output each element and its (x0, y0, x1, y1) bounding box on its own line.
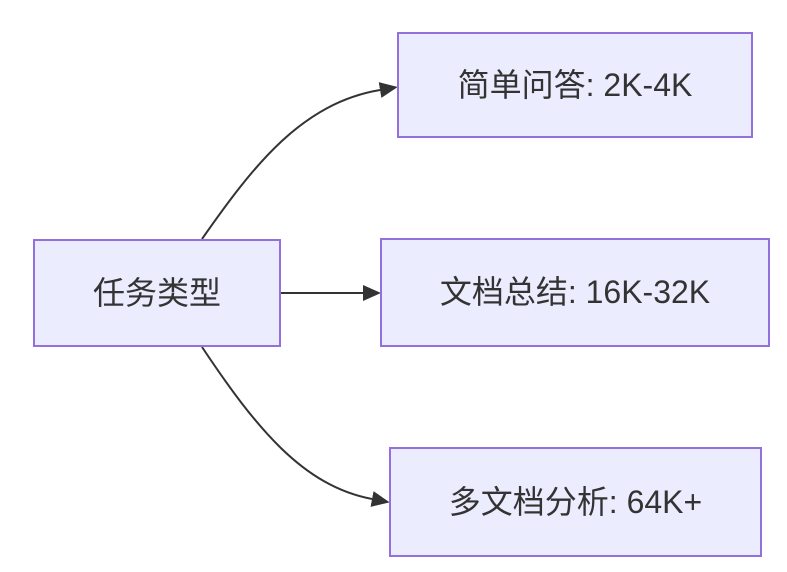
node-task-type-label: 任务类型 (92, 274, 221, 311)
node-multidoc-analysis: 多文档分析: 64K+ (389, 447, 762, 557)
edge-to-multidoc-analysis (201, 346, 390, 507)
edge-to-simple-qa (201, 82, 398, 240)
node-simple-qa-label: 简单问答: 2K-4K (457, 66, 693, 103)
node-task-type: 任务类型 (33, 239, 281, 347)
node-doc-summary-label: 文档总结: 16K-32K (439, 274, 711, 311)
node-doc-summary: 文档总结: 16K-32K (380, 238, 770, 347)
node-simple-qa: 简单问答: 2K-4K (397, 32, 753, 138)
node-multidoc-analysis-label: 多文档分析: 64K+ (448, 483, 703, 520)
